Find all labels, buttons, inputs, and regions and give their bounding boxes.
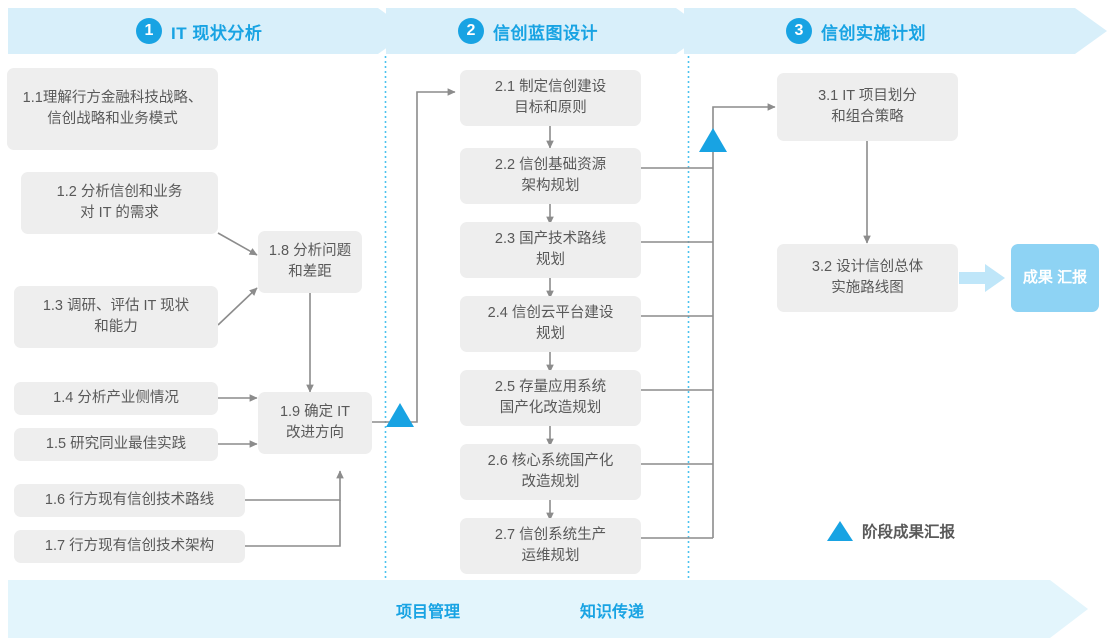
- node-1-6-line-1: 1.6 行方现有信创技术路线: [44, 491, 215, 508]
- node-2-2[interactable]: 2.2 信创基础资源 架构规划: [460, 148, 641, 204]
- phase-number-2: 2: [458, 18, 484, 44]
- footer-label-knowledge-transfer[interactable]: 知识传递: [580, 604, 645, 621]
- node-3-1[interactable]: 3.1 IT 项目划分 和组合策略: [777, 73, 958, 141]
- node-1-2-line-1: 1.2 分析信创和业务: [56, 183, 183, 200]
- node-2-7-line-2: 运维规划: [521, 548, 580, 564]
- phase-header-2[interactable]: 2 信创蓝图设计: [458, 18, 598, 44]
- phase-title-2: 信创蓝图设计: [493, 23, 598, 43]
- node-2-4-line-2: 规划: [536, 326, 565, 342]
- node-2-5-line-2: 国产化改造规划: [499, 400, 602, 416]
- node-3-2-line-2: 实施路线图: [831, 280, 904, 296]
- phase-number-1: 1: [136, 18, 162, 44]
- node-2-1[interactable]: 2.1 制定信创建设 目标和原则: [460, 70, 641, 126]
- node-3-1-line-2: 和组合策略: [831, 109, 904, 125]
- phase-title-1: IT 现状分析: [171, 23, 263, 43]
- conn-1-3-to-1-8: [217, 287, 258, 326]
- node-2-3-line-1: 2.3 国产技术路线: [494, 230, 607, 247]
- conn-1-2-to-1-8: [217, 232, 258, 256]
- node-1-3-line-1: 1.3 调研、评估 IT 现状: [42, 297, 190, 314]
- footer-label-project-management[interactable]: 项目管理: [396, 604, 461, 621]
- node-1-6[interactable]: 1.6 行方现有信创技术路线: [14, 484, 245, 517]
- triangle-marker-icon: [827, 521, 853, 541]
- conn-1-7-to-1-9: [245, 500, 341, 547]
- conn-3-2-to-badge: [959, 264, 1005, 292]
- node-1-4[interactable]: 1.4 分析产业侧情况: [14, 382, 218, 415]
- node-3-2[interactable]: 3.2 设计信创总体 实施路线图: [777, 244, 958, 312]
- node-2-3-line-2: 规划: [536, 252, 565, 268]
- phase-header-3[interactable]: 3 信创实施计划: [786, 18, 926, 44]
- milestone-triangle-phase1: [386, 403, 414, 427]
- node-2-1-line-1: 2.1 制定信创建设: [494, 78, 607, 95]
- node-1-8-line-2: 和差距: [288, 264, 332, 280]
- node-1-1-line-1: 1.1理解行方金融科技战略、: [22, 89, 203, 106]
- node-2-3[interactable]: 2.3 国产技术路线 规划: [460, 222, 641, 278]
- node-2-6[interactable]: 2.6 核心系统国产化 改造规划: [460, 444, 641, 500]
- node-1-1[interactable]: 1.1理解行方金融科技战略、 信创战略和业务模式: [7, 68, 218, 150]
- node-1-2[interactable]: 1.2 分析信创和业务 对 IT 的需求: [21, 172, 218, 234]
- node-2-6-line-1: 2.6 核心系统国产化: [487, 452, 614, 469]
- node-2-7[interactable]: 2.7 信创系统生产 运维规划: [460, 518, 641, 574]
- legend-label: 阶段成果汇报: [862, 524, 956, 541]
- node-3-1-line-1: 3.1 IT 项目划分: [818, 87, 917, 104]
- result-badge[interactable]: 成果 汇报: [1011, 244, 1099, 312]
- conn-1-6-to-1-9: [245, 470, 344, 501]
- milestone-triangle-phase2: [699, 128, 727, 152]
- node-1-1-line-2: 信创战略和业务模式: [47, 111, 178, 127]
- result-badge-line-2: 汇报: [1057, 268, 1088, 286]
- node-2-6-line-2: 改造规划: [521, 474, 580, 490]
- node-2-5-line-1: 2.5 存量应用系统: [494, 378, 607, 395]
- node-2-1-line-2: 目标和原则: [514, 100, 587, 116]
- node-1-8[interactable]: 1.8 分析问题 和差距: [258, 231, 362, 293]
- node-1-2-line-2: 对 IT 的需求: [80, 205, 159, 221]
- conn-bus-to-3-1: [712, 103, 776, 122]
- node-2-7-line-1: 2.7 信创系统生产: [494, 526, 607, 543]
- node-1-7[interactable]: 1.7 行方现有信创技术架构: [14, 530, 245, 563]
- node-1-5-line-1: 1.5 研究同业最佳实践: [45, 435, 187, 452]
- node-1-9-line-2: 改进方向: [285, 425, 344, 441]
- node-1-9-line-1: 1.9 确定 IT: [279, 403, 351, 420]
- node-1-4-line-1: 1.4 分析产业侧情况: [53, 389, 179, 406]
- conn-1-9-to-2-1: [372, 88, 456, 423]
- node-2-4[interactable]: 2.4 信创云平台建设 规划: [460, 296, 641, 352]
- node-1-3-line-2: 和能力: [94, 319, 138, 335]
- phase-number-3: 3: [786, 18, 812, 44]
- result-badge-line-1: 成果: [1022, 268, 1053, 286]
- node-1-9[interactable]: 1.9 确定 IT 改进方向: [258, 392, 372, 454]
- node-2-4-line-1: 2.4 信创云平台建设: [487, 304, 614, 321]
- footer-banner-shape: [8, 580, 1088, 638]
- node-1-3[interactable]: 1.3 调研、评估 IT 现状 和能力: [14, 286, 218, 348]
- phase-header-1[interactable]: 1 IT 现状分析: [136, 18, 262, 44]
- node-2-5[interactable]: 2.5 存量应用系统 国产化改造规划: [460, 370, 641, 426]
- phase-title-3: 信创实施计划: [821, 23, 926, 43]
- node-1-8-line-1: 1.8 分析问题: [268, 242, 352, 259]
- node-1-5[interactable]: 1.5 研究同业最佳实践: [14, 428, 218, 461]
- node-1-7-line-1: 1.7 行方现有信创技术架构: [44, 537, 215, 554]
- node-2-2-line-2: 架构规划: [521, 178, 580, 194]
- node-2-2-line-1: 2.2 信创基础资源: [494, 156, 607, 173]
- legend-milestone: 阶段成果汇报: [827, 520, 955, 542]
- node-3-2-line-1: 3.2 设计信创总体: [811, 258, 924, 275]
